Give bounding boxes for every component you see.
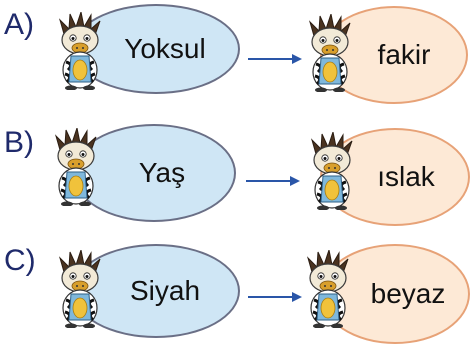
right-arrow-icon [248,54,302,64]
cartoon-zebra-character-icon [54,128,98,206]
option-c: C) Siyah beyaz [0,236,474,346]
cartoon-zebra-character-icon [306,250,350,328]
right-arrow-icon [246,176,300,186]
left-word: Yoksul [124,33,206,64]
option-letter: A) [4,8,34,41]
right-word-ellipse: fakir [320,6,468,104]
option-letter: B) [4,126,34,159]
cartoon-zebra-character-icon [58,250,102,328]
left-word-ellipse: Yaş [72,124,236,222]
right-word: beyaz [370,278,446,309]
right-arrow-icon [248,292,302,302]
right-word: ıslak [377,161,435,192]
cartoon-zebra-character-icon [310,132,354,210]
option-a: A) Yoksul fakir [0,0,474,110]
right-word: fakir [377,39,431,70]
option-letter: C) [4,244,36,277]
right-word-ellipse: beyaz [320,244,470,344]
left-word: Siyah [129,275,201,306]
cartoon-zebra-character-icon [308,14,352,92]
left-word-ellipse: Yoksul [72,4,240,94]
left-word: Yaş [138,157,186,188]
cartoon-zebra-character-icon [58,12,102,90]
option-b: B) Yaş ıslak [0,118,474,228]
